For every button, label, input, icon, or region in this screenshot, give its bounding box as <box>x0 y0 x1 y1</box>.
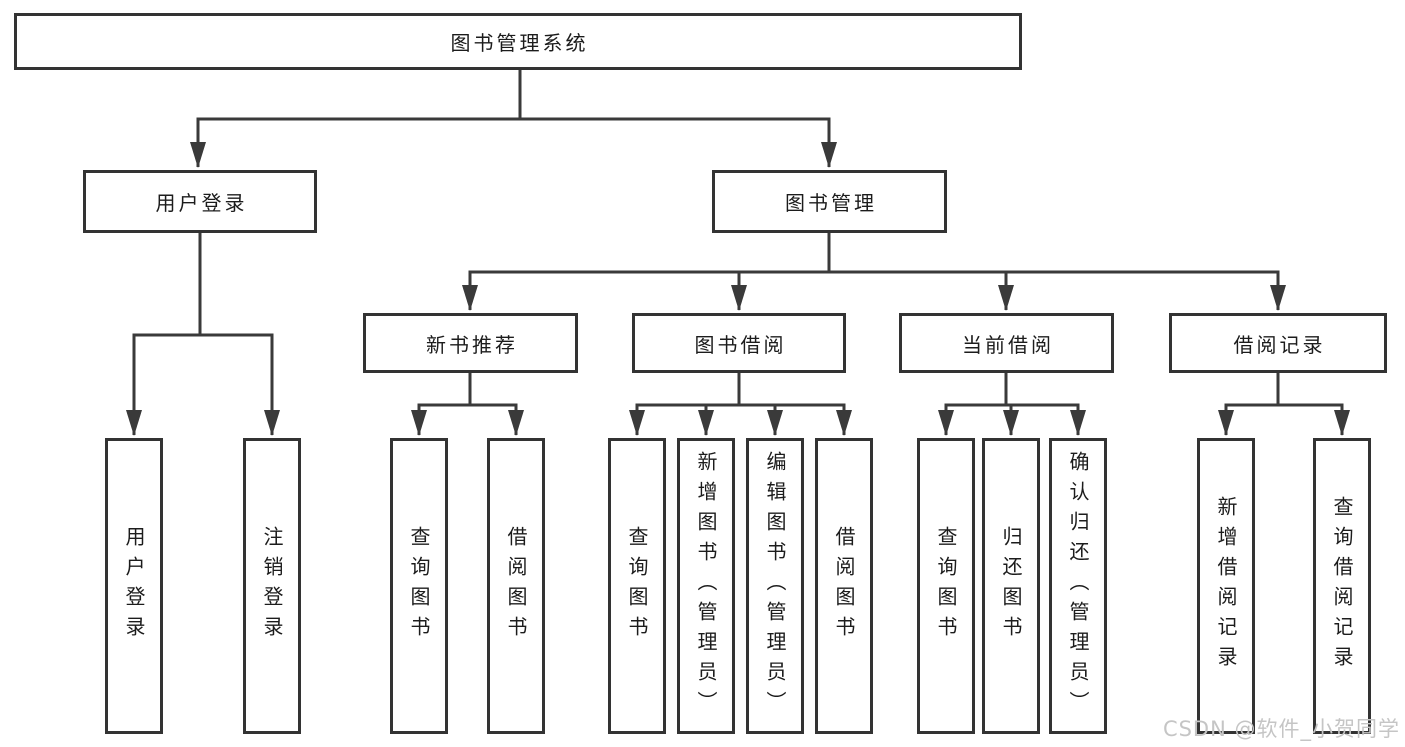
csdn-watermark: CSDN @软件_小贺同学 <box>1162 717 1400 741</box>
node-label: 借阅图书 <box>832 526 856 646</box>
node-label: 查询图书 <box>934 526 958 646</box>
node-label: 查询图书 <box>407 526 431 646</box>
node-label: 图书管理系统 <box>450 31 589 55</box>
node-new-book-recommendation: 新书推荐 <box>363 313 578 373</box>
leaf-logout: 注销登录 <box>243 438 301 734</box>
node-book-management-branch: 图书管理 <box>712 170 947 233</box>
node-label: 新增图书（管理员） <box>694 451 718 721</box>
leaf-user-login: 用户登录 <box>105 438 163 734</box>
node-label: 归还图书 <box>999 526 1023 646</box>
node-label: 用户登录 <box>122 526 146 646</box>
node-root-library-management-system: 图书管理系统 <box>14 13 1022 70</box>
leaf-current-return-books: 归还图书 <box>982 438 1040 734</box>
leaf-borrow-add-books-admin: 新增图书（管理员） <box>677 438 735 734</box>
node-label: 借阅记录 <box>1233 332 1326 357</box>
node-label: 当前借阅 <box>962 332 1054 357</box>
node-label: 新增借阅记录 <box>1214 496 1238 676</box>
node-label: 新书推荐 <box>426 332 518 357</box>
node-label: 编辑图书（管理员） <box>763 451 787 721</box>
node-borrowing-records: 借阅记录 <box>1169 313 1387 373</box>
node-book-borrowing: 图书借阅 <box>632 313 846 373</box>
node-label: 查询借阅记录 <box>1330 496 1354 676</box>
node-label: 借阅图书 <box>504 526 528 646</box>
leaf-newrec-query-books: 查询图书 <box>390 438 448 734</box>
leaf-records-query-borrow-record: 查询借阅记录 <box>1313 438 1371 734</box>
node-label: 图书管理 <box>785 191 877 215</box>
node-user-login-branch: 用户登录 <box>83 170 317 233</box>
node-label: 查询图书 <box>625 526 649 646</box>
node-label: 确认归还（管理员） <box>1066 451 1090 721</box>
node-label: 图书借阅 <box>694 332 787 357</box>
node-label: 用户登录 <box>155 191 248 215</box>
node-current-borrowing: 当前借阅 <box>899 313 1114 373</box>
leaf-borrow-edit-books-admin: 编辑图书（管理员） <box>746 438 804 734</box>
leaf-borrow-borrow-books: 借阅图书 <box>815 438 873 734</box>
node-label: 注销登录 <box>260 526 284 646</box>
leaf-current-query-books: 查询图书 <box>917 438 975 734</box>
leaf-newrec-borrow-books: 借阅图书 <box>487 438 545 734</box>
leaf-records-add-borrow-record: 新增借阅记录 <box>1197 438 1255 734</box>
leaf-borrow-query-books: 查询图书 <box>608 438 666 734</box>
leaf-current-confirm-return-admin: 确认归还（管理员） <box>1049 438 1107 734</box>
